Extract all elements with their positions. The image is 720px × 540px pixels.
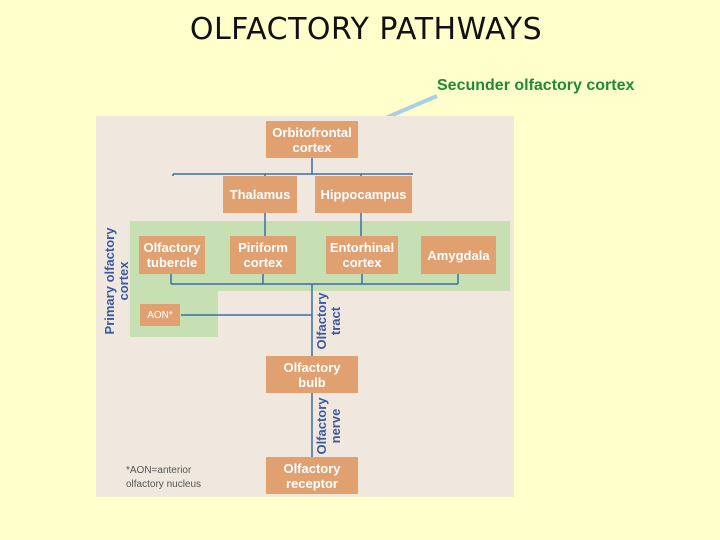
- primary-olfactory-cortex-label: Primary olfactory cortex: [102, 227, 131, 335]
- hippocampus-box: Hippocampus: [315, 176, 412, 213]
- aon-footnote: *AON=anterior olfactory nucleus: [126, 465, 202, 490]
- olfactory-nerve-label: Olfactory nerve: [314, 397, 343, 455]
- olfactory-receptor-box: Olfactory receptor: [266, 457, 358, 494]
- olfactory-bulb-box: Olfactory bulb: [266, 356, 358, 393]
- orbitofrontal-cortex-box: Orbitofrontal cortex: [266, 121, 358, 158]
- connector-lines: [170, 158, 459, 457]
- piriform-cortex-box: Piriform cortex: [230, 236, 296, 274]
- secondary-cortex-callout: Secunder olfactory cortex: [437, 77, 635, 94]
- olfactory-pathway-diagram: Orbitofrontal cortex Thalamus Hippocampu…: [96, 116, 514, 497]
- amygdala-box: Amygdala: [421, 236, 496, 274]
- slide-title: OLFACTORY PATHWAYS: [189, 12, 543, 47]
- olfactory-tract-label: Olfactory tract: [314, 292, 343, 350]
- aon-box: AON*: [140, 304, 180, 326]
- thalamus-box: Thalamus: [223, 176, 297, 213]
- entorhinal-cortex-box: Entorhinal cortex: [326, 236, 398, 274]
- olfactory-tubercle-box: Olfactory tubercle: [139, 236, 205, 274]
